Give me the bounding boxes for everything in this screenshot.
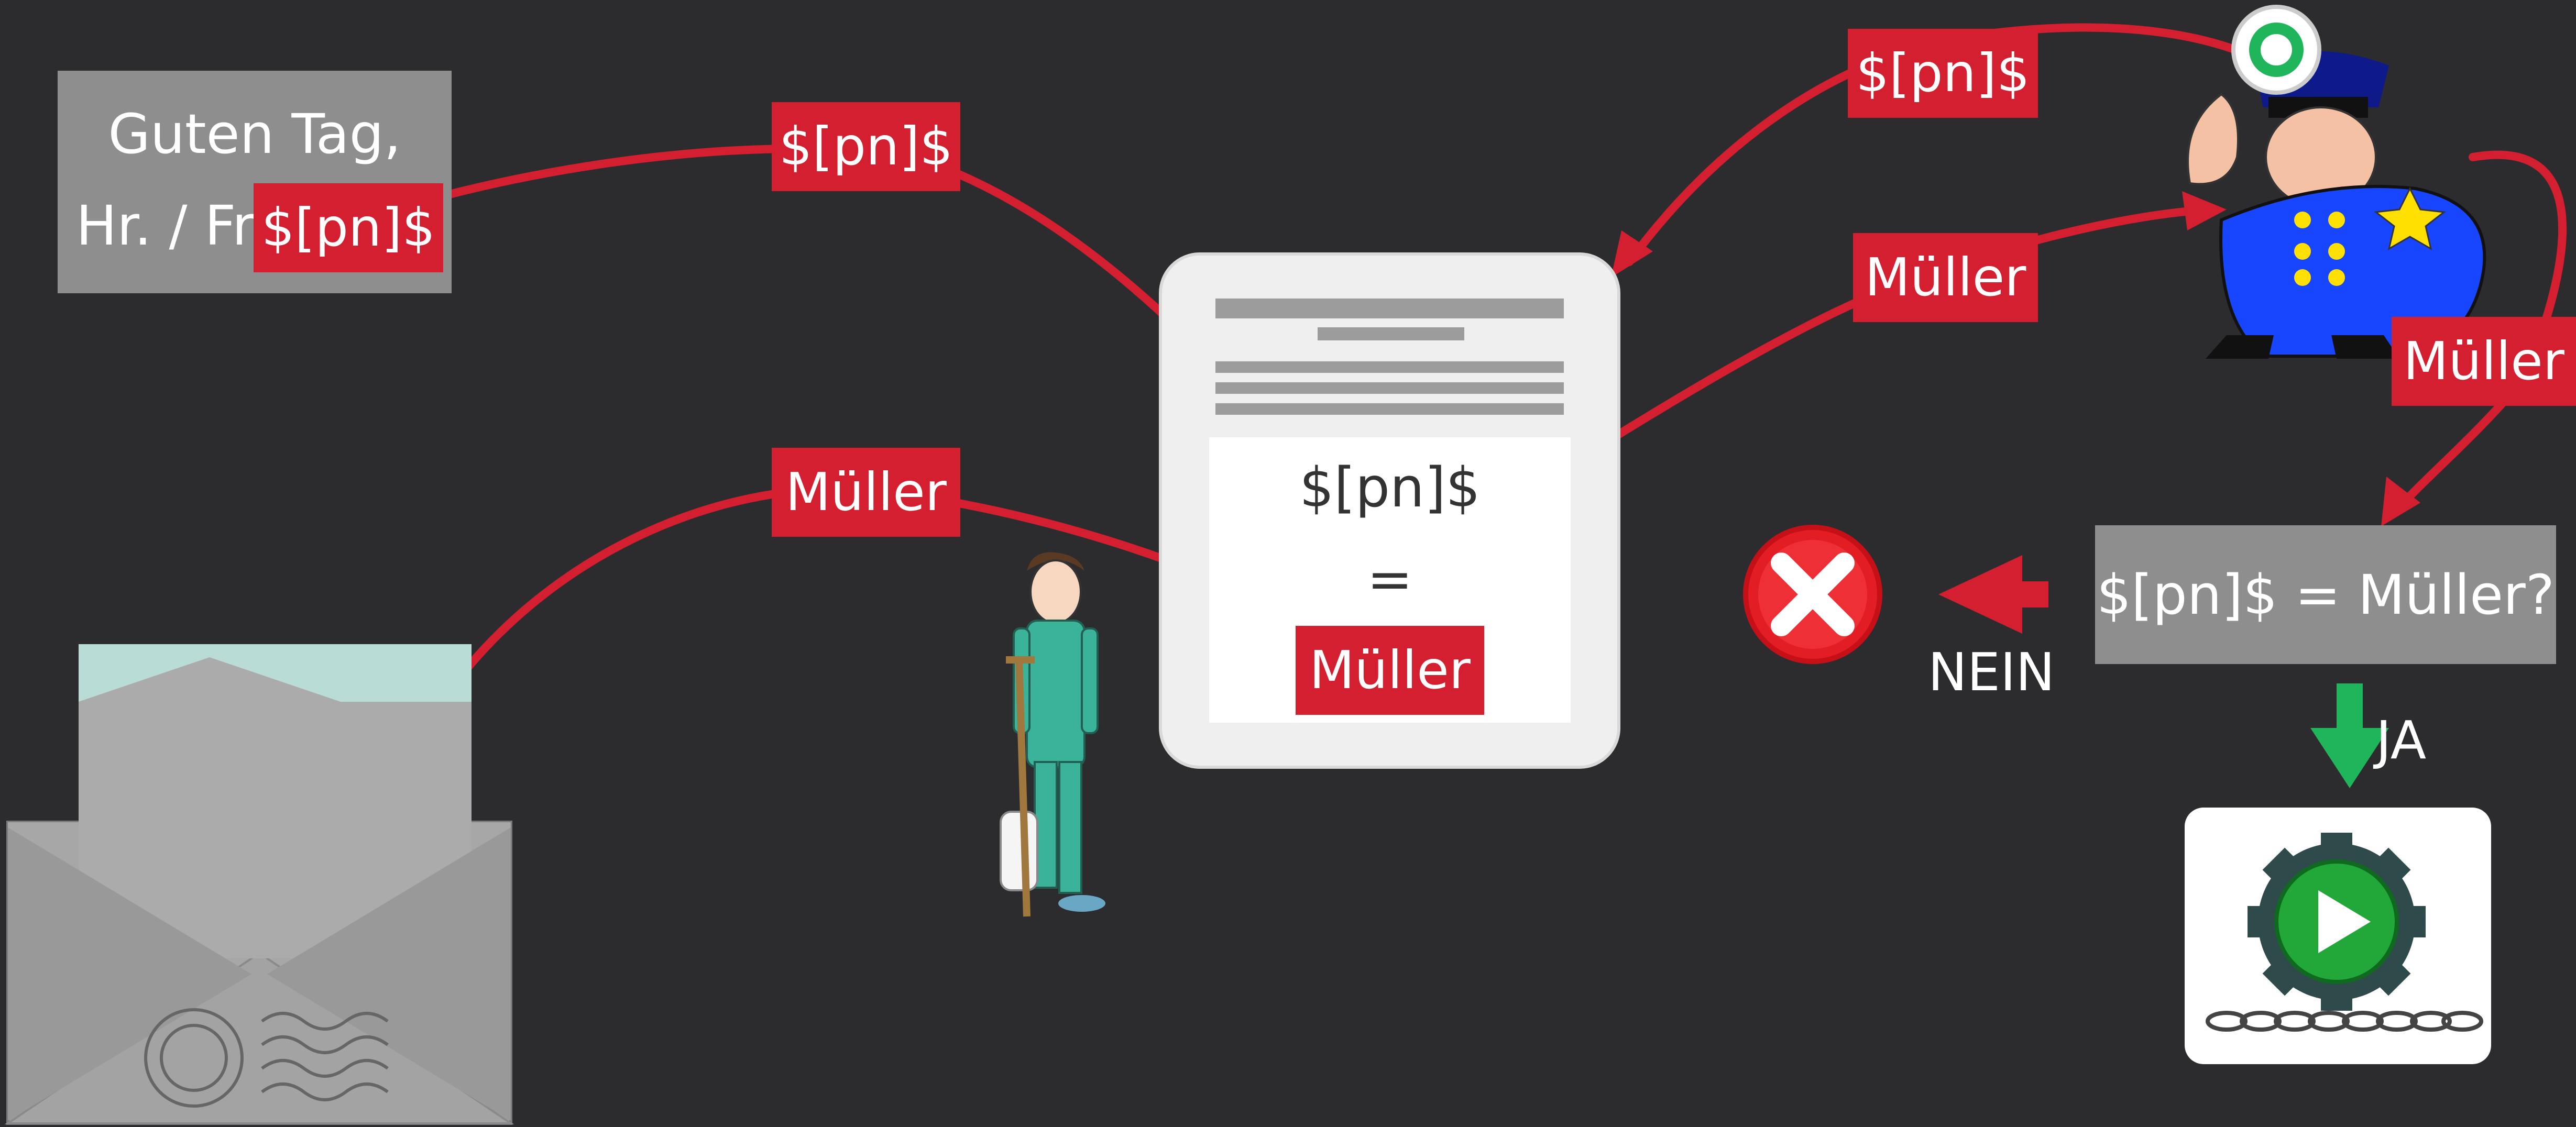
check-question-box: $[pn]$ = Müller? [2095, 525, 2556, 664]
placeholder-tag-right: $[pn]$ [1848, 29, 2038, 118]
document-equals: = [1367, 547, 1413, 611]
greeting-line-2-prefix: Hr. / Fr. [76, 194, 267, 258]
greeting-line-1: Guten Tag, [108, 102, 401, 166]
arrowhead-doc-top [1611, 230, 1653, 278]
red-x-icon [1743, 525, 1882, 664]
document-name-tag: Müller [1296, 626, 1484, 715]
yes-label: JA [2376, 710, 2427, 771]
gear-play-icon [2185, 808, 2491, 1064]
document-icon [1159, 252, 1620, 769]
arrowhead-check [2381, 477, 2420, 526]
name-tag-middle: Müller [772, 448, 960, 537]
document-placeholder: $[pn]$ [1299, 456, 1481, 520]
yes-arrow [2310, 683, 2389, 788]
no-label: NEIN [1928, 642, 2055, 703]
injured-patient-icon [1000, 552, 1105, 917]
name-tag-right: Müller [1853, 233, 2038, 322]
placeholder-tag-top: $[pn]$ [772, 102, 960, 191]
greeting-placeholder-tag: $[pn]$ [254, 183, 443, 272]
envelope-icon [4, 644, 514, 1125]
police-officer-icon [2187, 5, 2486, 359]
arrowhead-police [2182, 191, 2227, 230]
name-tag-far-right: Müller [2392, 317, 2576, 406]
no-arrow [1938, 555, 2048, 634]
